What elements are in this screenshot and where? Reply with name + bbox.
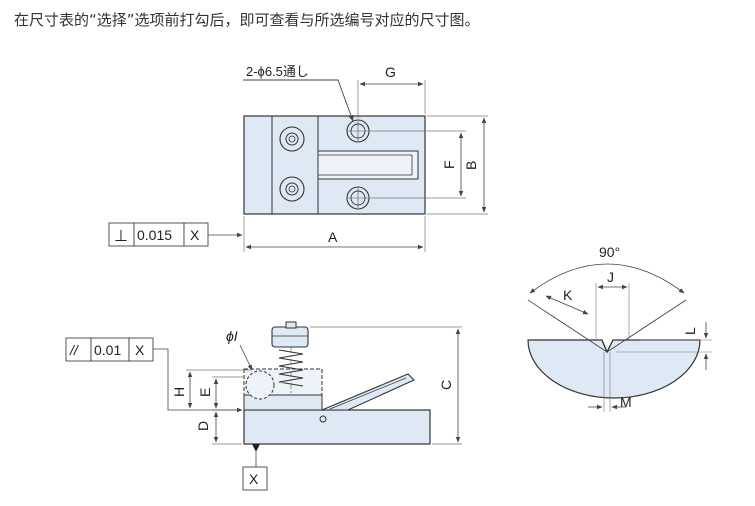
pin-dia-label: ϕI: [226, 328, 238, 344]
dim-label-j: J: [607, 269, 614, 285]
dim-label-e: E: [197, 388, 213, 397]
dim-label-k: K: [563, 287, 573, 303]
screw-icon: [279, 126, 305, 152]
dim-label-d: D: [195, 421, 211, 431]
instruction-caption: 在尺寸表的“选择”选项前打勾后，即可查看与所选编号对应的尺寸图。: [14, 11, 480, 29]
hole-leader: [243, 79, 354, 122]
datum-triangle-icon: [252, 444, 260, 452]
perp-symbol: ⊥: [114, 228, 128, 245]
dim-label-f: F: [441, 160, 457, 169]
dim-label-g: G: [385, 64, 396, 80]
perp-datum: X: [190, 227, 200, 243]
dim-label-c: C: [438, 380, 454, 390]
perpendicularity-frame: ⊥ 0.015 X: [108, 222, 243, 247]
parallel-symbol: //: [69, 342, 80, 358]
through-hole-icon: [346, 186, 370, 210]
dim-label-l: L: [682, 327, 698, 335]
parallelism-frame: // 0.01 X: [65, 337, 243, 413]
parallel-datum: X: [135, 342, 145, 358]
gauge-pin: [245, 370, 275, 400]
perp-tolerance: 0.015: [137, 227, 172, 243]
plunger-head: [271, 326, 309, 348]
dim-label-b: B: [463, 161, 479, 170]
v-block-section: [527, 339, 701, 399]
dim-label-h: H: [171, 387, 187, 397]
datum-x-label: X: [249, 471, 259, 487]
dim-label-a: A: [328, 229, 338, 245]
hole-callout: 2-ϕ6.5通し: [246, 64, 309, 79]
dim-label-m: M: [620, 394, 632, 410]
angle-label: 90°: [599, 244, 620, 260]
screw-icon: [279, 176, 305, 202]
top-view: 2-ϕ6.5通し G F B A: [243, 64, 488, 252]
v-groove-detail: 90° J K L M: [527, 244, 712, 412]
lever: [321, 373, 415, 411]
front-base: [243, 409, 431, 445]
through-hole-icon: [346, 119, 370, 143]
top-slot: [317, 150, 419, 180]
front-view: ϕI C D E H X: [171, 321, 462, 491]
parallel-tolerance: 0.01: [94, 342, 121, 358]
